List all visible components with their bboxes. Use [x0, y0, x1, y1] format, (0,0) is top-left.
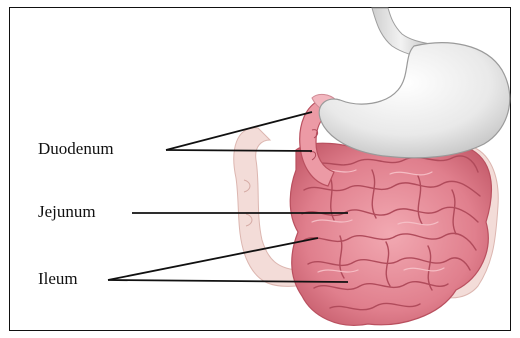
- label-duodenum: Duodenum: [38, 140, 114, 157]
- stomach-shape: [319, 43, 510, 158]
- label-jejunum: Jejunum: [38, 203, 96, 220]
- label-ileum: Ileum: [38, 270, 78, 287]
- duodenum-leader-lower: [166, 150, 312, 151]
